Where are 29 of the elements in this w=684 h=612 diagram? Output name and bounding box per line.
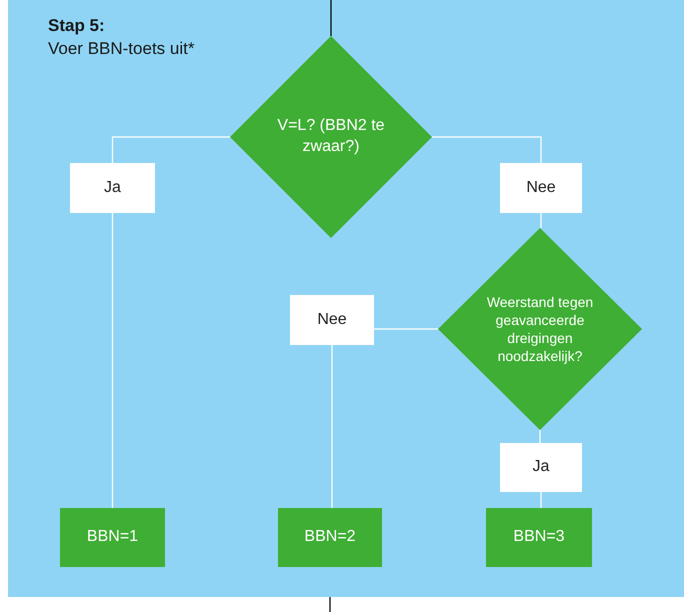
connector-line <box>112 136 230 163</box>
connector-line <box>539 430 541 443</box>
connector-line <box>330 0 332 36</box>
answer-text: Nee <box>526 178 556 198</box>
decision-diamond <box>230 36 432 238</box>
decision-diamond <box>438 228 642 430</box>
answer-text: BBN=3 <box>513 527 565 548</box>
answer-text: Ja <box>104 178 121 198</box>
step-description: Voer BBN-toets uit* <box>48 39 194 59</box>
step-title: Stap 5: <box>48 16 105 36</box>
answer-box <box>500 443 582 492</box>
answer-box <box>70 163 155 213</box>
answer-box <box>290 295 374 345</box>
connector-line <box>540 213 542 228</box>
outcome-box <box>278 508 382 567</box>
connector-line <box>374 328 438 330</box>
connector-line <box>331 345 333 508</box>
outcome-box <box>60 508 165 567</box>
answer-text: Ja <box>532 457 550 478</box>
question-text: V=L? (BBN2 te zwaar?) <box>276 116 386 157</box>
answer-box <box>500 163 582 213</box>
connector-line <box>112 213 114 508</box>
answer-text: BBN=1 <box>86 527 138 548</box>
connector-line <box>432 136 542 163</box>
answer-text: BBN=2 <box>304 527 356 548</box>
question-text: Weerstand tegen geavanceerde dreigingen noodzakelijk? <box>486 292 594 366</box>
outcome-box <box>486 508 592 567</box>
answer-text: Nee <box>317 310 347 330</box>
connector-line <box>540 492 542 508</box>
